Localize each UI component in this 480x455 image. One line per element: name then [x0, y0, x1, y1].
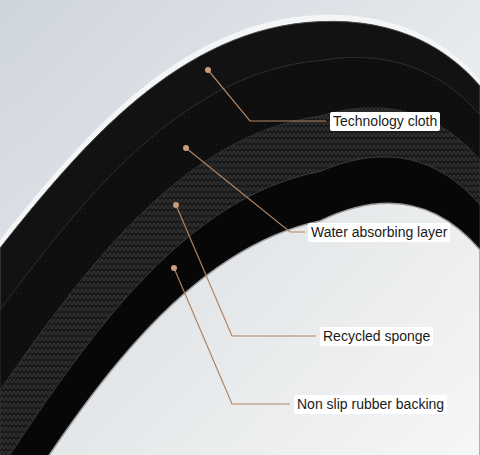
sponge-layer: [0, 108, 480, 455]
leader-line: [186, 148, 305, 232]
leader-lines: [174, 70, 326, 404]
leader-dots: [171, 67, 211, 271]
leader-dot: [183, 145, 189, 151]
leader-dot: [173, 202, 179, 208]
leader-dot: [205, 67, 211, 73]
leader-dot: [171, 265, 177, 271]
leader-line: [208, 70, 326, 121]
leader-line: [174, 268, 290, 404]
underside: [0, 203, 480, 455]
water-layer: [0, 57, 480, 455]
cloth-layer: [0, 21, 480, 455]
part-label: Water absorbing layer: [308, 223, 450, 242]
part-label: Non slip rubber backing: [294, 395, 447, 414]
leader-line: [176, 205, 316, 336]
rubber-layer: [0, 157, 480, 455]
part-label: Technology cloth: [330, 112, 440, 131]
part-label: Recycled sponge: [320, 327, 433, 346]
surface-edge: [0, 15, 480, 455]
